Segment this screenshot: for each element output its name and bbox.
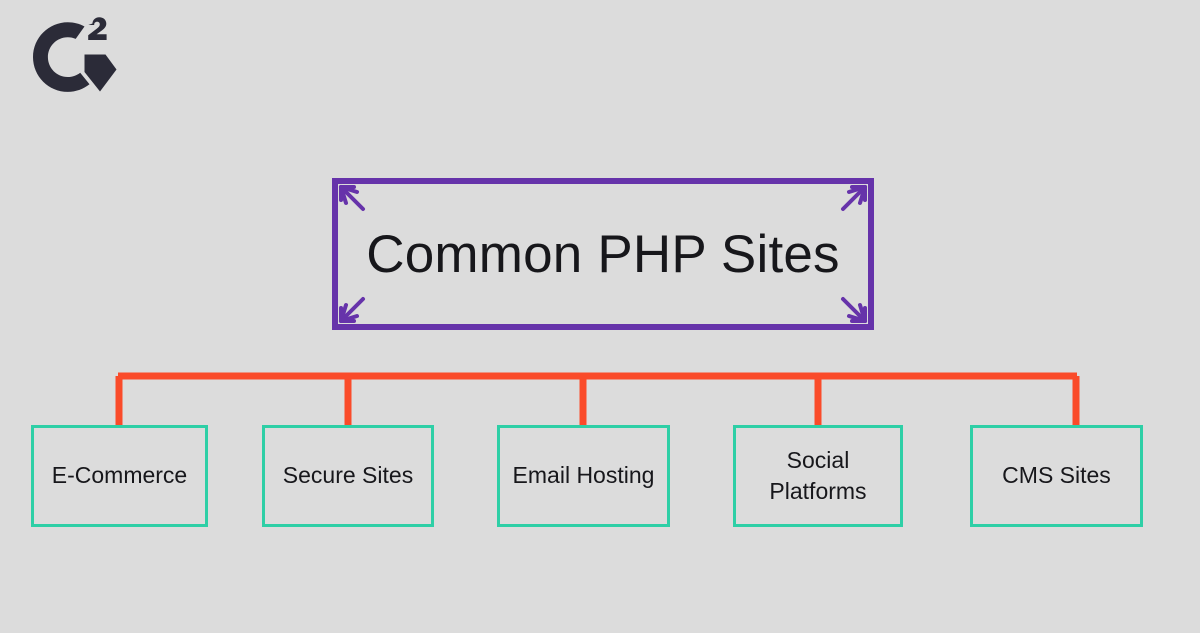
- leaf-node-label: Social Platforms: [769, 446, 867, 504]
- g2-logo: [22, 12, 128, 118]
- leaf-node-e-commerce[interactable]: E-Commerce: [31, 425, 208, 527]
- leaf-node-label: Email Hosting: [512, 462, 655, 489]
- leaf-node-social-platforms[interactable]: Social Platforms: [733, 425, 903, 527]
- leaf-node-label: CMS Sites: [1002, 462, 1111, 489]
- leaf-node-label: Secure Sites: [282, 462, 414, 489]
- root-node-common-php-sites[interactable]: Common PHP Sites: [332, 178, 874, 330]
- leaf-node-secure-sites[interactable]: Secure Sites: [262, 425, 434, 527]
- leaf-node-label: E-Commerce: [51, 462, 188, 489]
- root-node-label: Common PHP Sites: [366, 224, 840, 284]
- leaf-node-cms-sites[interactable]: CMS Sites: [970, 425, 1143, 527]
- leaf-node-email-hosting[interactable]: Email Hosting: [497, 425, 670, 527]
